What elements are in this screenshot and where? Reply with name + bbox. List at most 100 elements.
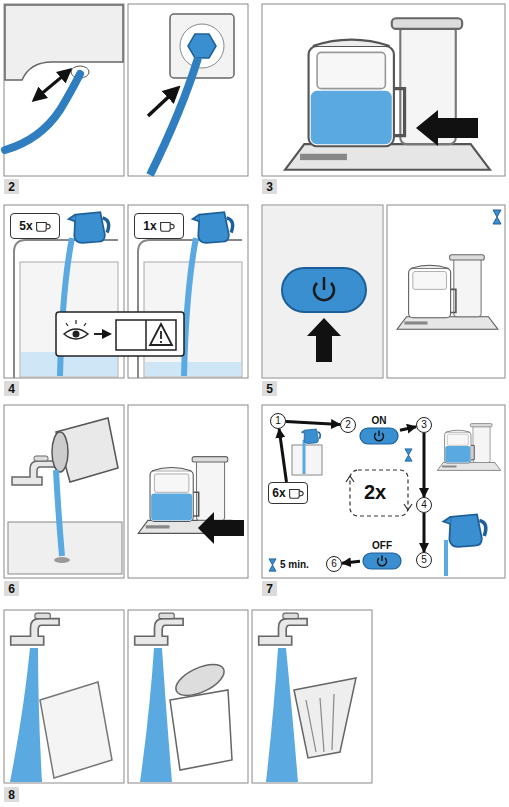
refill-jug-illustration-part — [8, 522, 122, 574]
node-text: 3 — [266, 180, 273, 194]
fill-tank-illustration-part — [184, 238, 196, 376]
cup-icon-part — [289, 489, 299, 498]
panel-frames-part — [252, 610, 372, 783]
cable-outlet-illustration — [5, 5, 123, 150]
rinse-parts-illustration-part — [10, 648, 42, 782]
node-text: 5 — [421, 555, 427, 565]
fill-tank-illustration-part — [145, 362, 241, 376]
cup-icon — [35, 220, 51, 233]
node-text: 2 — [8, 180, 15, 194]
cable-outlet-illustration-part — [5, 5, 123, 80]
panel-frames-part — [4, 405, 124, 578]
step-number: 3 — [262, 179, 277, 194]
step-number: 2 — [4, 179, 19, 194]
power-button-illustration-part — [282, 268, 366, 312]
panel-frames-part — [128, 610, 248, 783]
descale-cycle-illustration-part — [303, 440, 306, 474]
power-button: ON — [358, 415, 400, 455]
repeat-label: 2x — [364, 481, 386, 504]
panel-frames-part — [128, 405, 248, 578]
insert-jug-illustration — [285, 18, 490, 169]
panel-frames-part — [128, 4, 248, 176]
node-text: ON — [372, 415, 387, 427]
read-manual-warning-icon-part — [116, 320, 176, 350]
read-manual-warning-icon-part — [150, 324, 172, 345]
button-oval — [362, 552, 402, 570]
power-button: OFF — [360, 540, 404, 578]
read-manual-warning-icon-part — [66, 320, 86, 326]
sequence-number: 5 — [416, 552, 432, 568]
power-button-illustration-part — [307, 318, 341, 362]
cup-icon — [288, 487, 304, 500]
repeat-count-box: 1x — [134, 213, 184, 239]
duration-label: 5 min. — [280, 559, 309, 570]
panel-frames-part — [387, 205, 505, 378]
button-oval-part — [360, 428, 398, 444]
node-text: OFF — [372, 540, 392, 552]
node-text: 6 — [8, 582, 15, 596]
sequence-number: 1 — [270, 413, 286, 429]
socket-illustration-part — [180, 24, 224, 68]
descale-cycle-illustration-part — [346, 476, 412, 510]
refill-jug-illustration-part — [12, 456, 56, 485]
rinse-parts-illustration-part — [170, 690, 232, 770]
panel-frames-part — [262, 205, 383, 378]
rinse-parts-illustration-part — [259, 613, 307, 645]
refill-jug-illustration-part — [52, 432, 68, 472]
node-text: 1 — [275, 416, 281, 426]
flow-arrow — [279, 429, 286, 482]
panel-frames-part — [262, 4, 505, 176]
power-button-illustration-part — [263, 206, 382, 377]
cup-icon-part — [46, 224, 50, 229]
refill-jug-illustration-part — [56, 470, 62, 556]
rinse-parts-illustration — [10, 613, 356, 782]
node-text: 7 — [266, 582, 273, 596]
node-text: 5 — [266, 382, 273, 396]
repeat-count-box: 5x — [10, 213, 60, 239]
flow-arrow — [286, 421, 340, 424]
flow-arrow — [423, 433, 426, 497]
refill-jug-illustration-part — [54, 557, 70, 563]
rinse-parts-illustration-part — [306, 694, 334, 752]
socket-illustration-part — [188, 34, 216, 58]
power-button-illustration-part — [323, 277, 326, 290]
panel-frames-part — [262, 405, 505, 578]
refill-jug-illustration-part — [198, 512, 244, 544]
button-oval-part — [378, 431, 379, 437]
read-manual-warning-icon-part — [56, 312, 184, 356]
cup-icon-part — [170, 224, 174, 229]
read-manual-warning-icon-part — [94, 333, 110, 335]
power-button-illustration-part — [397, 255, 498, 330]
panel-frames-part — [4, 610, 124, 783]
panel-frames-part — [4, 4, 124, 176]
step-number: 7 — [262, 581, 277, 596]
node-text: 4 — [8, 382, 15, 396]
cup-icon — [159, 220, 175, 233]
power-button-illustration — [263, 206, 501, 377]
cable-outlet-illustration-part — [5, 74, 80, 150]
descale-cycle-illustration-part — [405, 449, 412, 461]
rinse-parts-illustration-part — [135, 613, 183, 645]
rinse-parts-illustration-part — [40, 682, 112, 778]
sequence-number: 4 — [416, 497, 432, 513]
repeat-count-box: 6x — [268, 482, 308, 504]
cup-icon-part — [36, 222, 46, 231]
sequence-number: 3 — [416, 417, 432, 433]
node-text: 6 — [331, 559, 337, 569]
cup-icon-part — [299, 491, 303, 496]
descale-cycle-illustration-part — [444, 540, 448, 576]
descale-cycle-illustration-part — [437, 424, 500, 471]
step-number: 8 — [4, 787, 19, 802]
rinse-parts-illustration-part — [266, 648, 298, 782]
read-manual-warning-icon — [56, 312, 184, 356]
descale-cycle-illustration-part — [443, 514, 485, 546]
node-text: 8 — [8, 788, 15, 802]
fill-tank-illustration-part — [69, 212, 109, 243]
power-button-illustration-part — [493, 210, 501, 224]
rinse-parts-illustration-part — [11, 613, 59, 645]
